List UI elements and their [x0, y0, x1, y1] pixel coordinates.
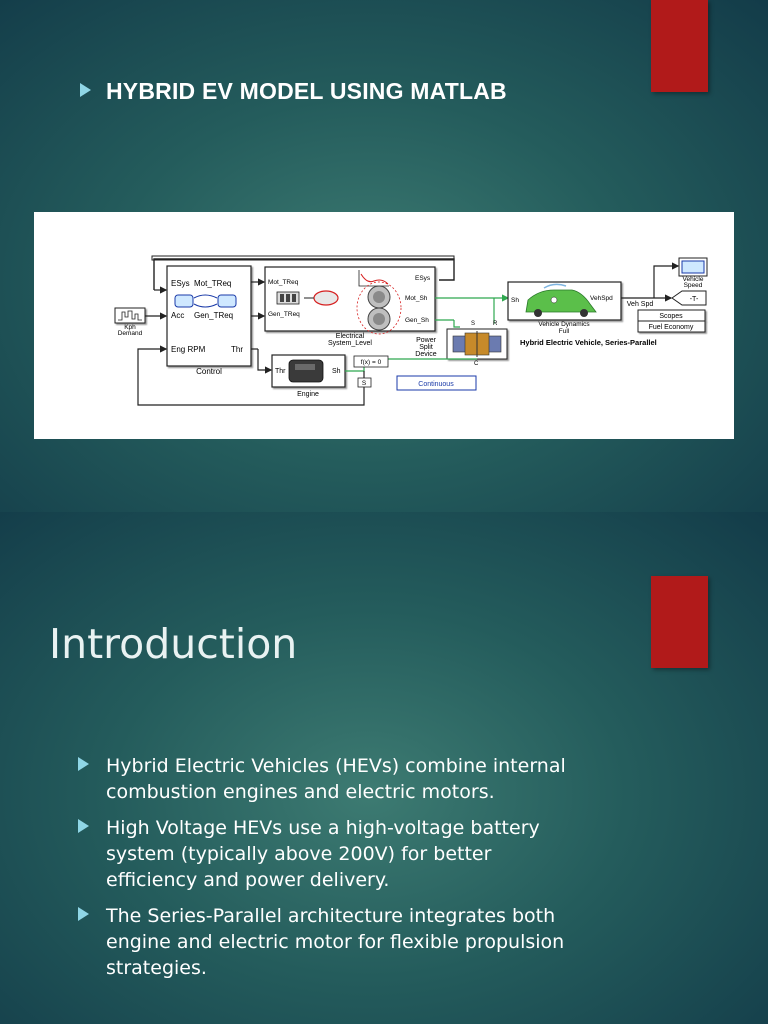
accent-tab: [651, 0, 708, 92]
bullet-line: strategies.: [106, 957, 207, 979]
sensor-s-label: S: [362, 380, 367, 387]
bullet-arrow-icon: [78, 819, 89, 833]
solver-label: f(x) = 0: [361, 359, 382, 366]
kph-demand-block: Kph Demand: [114, 307, 146, 337]
psd-port-c: C: [474, 361, 479, 367]
control-port-eng-rpm: Eng RPM: [171, 345, 206, 354]
model-title: Hybrid Electric Vehicle, Series-Parallel: [520, 338, 657, 347]
control-block: ESys Mot_TReq Acc Gen_TReq Eng RPM Thr C…: [166, 265, 252, 376]
bullet-line: High Voltage HEVs use a high-voltage bat…: [106, 817, 540, 839]
bullet-arrow-icon: [78, 757, 89, 771]
engine-port-thr: Thr: [275, 368, 286, 375]
demand-label: Demand: [118, 330, 143, 337]
bus-line: [151, 255, 455, 261]
accent-tab: [651, 576, 708, 668]
vehicle-port-sh: Sh: [511, 297, 519, 304]
psd-port-r: R: [493, 321, 498, 327]
engine-icon: [288, 359, 324, 383]
psd-port-s: S: [471, 321, 475, 327]
bullet-line: Hybrid Electric Vehicles (HEVs) combine …: [106, 755, 566, 777]
section-title: Introduction: [49, 620, 298, 668]
goto-tag-block: -T-: [671, 290, 707, 306]
solver-block: f(x) = 0: [353, 355, 389, 368]
vehicle-speed-label-2: Speed: [684, 282, 703, 289]
fuel-economy-block[interactable]: Fuel Economy: [637, 320, 706, 333]
bullet-line: engine and electric motor for flexible p…: [106, 931, 565, 953]
control-label: Control: [196, 367, 222, 376]
elec-port-gen-sh: Gen_Sh: [405, 317, 429, 324]
bullet-line: combustion engines and electric motors.: [106, 781, 495, 803]
simulink-diagram: Kph Demand ESys Mot_TReq Acc Gen_TReq En…: [34, 212, 734, 439]
bullet-arrow-icon: [80, 83, 91, 97]
electrical-label-1: Electrical: [336, 333, 365, 340]
elec-port-gen-treq: Gen_TReq: [268, 311, 300, 318]
slide-title: HYBRID EV MODEL USING MATLAB: [106, 78, 507, 104]
control-port-acc: Acc: [171, 311, 184, 320]
bullet-arrow-icon: [78, 907, 89, 921]
bullet-line: The Series-Parallel architecture integra…: [106, 905, 556, 927]
vehicle-speed-label-1: Vehicle: [683, 276, 704, 283]
vehicle-port-vehspd: VehSpd: [590, 295, 613, 302]
slide-2: Introduction Hybrid Electric Vehicles (H…: [0, 512, 768, 1024]
engine-port-sh: Sh: [332, 368, 341, 375]
scopes-label: Scopes: [659, 313, 683, 320]
list-item: The Series-Parallel architecture integra…: [106, 903, 646, 981]
scopes-block[interactable]: Scopes: [637, 309, 706, 322]
continuous-block: Continuous: [396, 375, 477, 391]
electrical-system-block: Mot_TReq Gen_TReq ESys Mot_Sh Gen_Sh: [264, 266, 436, 347]
continuous-label: Continuous: [418, 381, 454, 388]
list-item: High Voltage HEVs use a high-voltage bat…: [106, 815, 646, 893]
electrical-label-2: System_Level: [328, 340, 372, 347]
list-item: Hybrid Electric Vehicles (HEVs) combine …: [106, 753, 646, 805]
bullet-line: system (typically above 200V) for better: [106, 843, 492, 865]
vehicle-label-1: Vehicle Dynamics: [538, 321, 590, 328]
engine-block: Thr Sh Engine: [271, 354, 346, 398]
power-split-device-block: S R C Power Split Device: [415, 321, 508, 367]
simulink-model-svg: Kph Demand ESys Mot_TReq Acc Gen_TReq En…: [114, 255, 708, 406]
kph-label: Kph: [124, 324, 136, 331]
control-port-esys: ESys: [171, 279, 190, 288]
control-port-mot-treq: Mot_TReq: [194, 279, 231, 288]
car-icon: [525, 289, 597, 313]
vehicle-label-2: Full: [559, 328, 570, 335]
vehicle-dynamics-block: Sh VehSpd Vehicle Dynamics Full: [507, 281, 622, 335]
elec-port-mot-treq: Mot_TReq: [268, 279, 299, 286]
slide-1: HYBRID EV MODEL USING MATLAB: [0, 0, 768, 512]
engine-label: Engine: [297, 391, 319, 398]
elec-port-esys: ESys: [415, 275, 431, 282]
fuel-economy-label: Fuel Economy: [649, 324, 694, 331]
control-port-gen-treq: Gen_TReq: [194, 311, 233, 320]
goto-tag-label: -T-: [690, 296, 699, 303]
sensor-s-block: S: [357, 377, 372, 388]
elec-port-mot-sh: Mot_Sh: [405, 295, 428, 302]
control-port-thr: Thr: [231, 345, 243, 354]
psd-label-3: Device: [415, 351, 437, 358]
veh-spd-label: Veh Spd: [627, 301, 654, 308]
psd-label-2: Split: [419, 344, 433, 351]
psd-label-1: Power: [416, 337, 437, 344]
vehicle-speed-scope: Vehicle Speed: [678, 257, 708, 289]
bullet-line: efficiency and power delivery.: [106, 869, 390, 891]
